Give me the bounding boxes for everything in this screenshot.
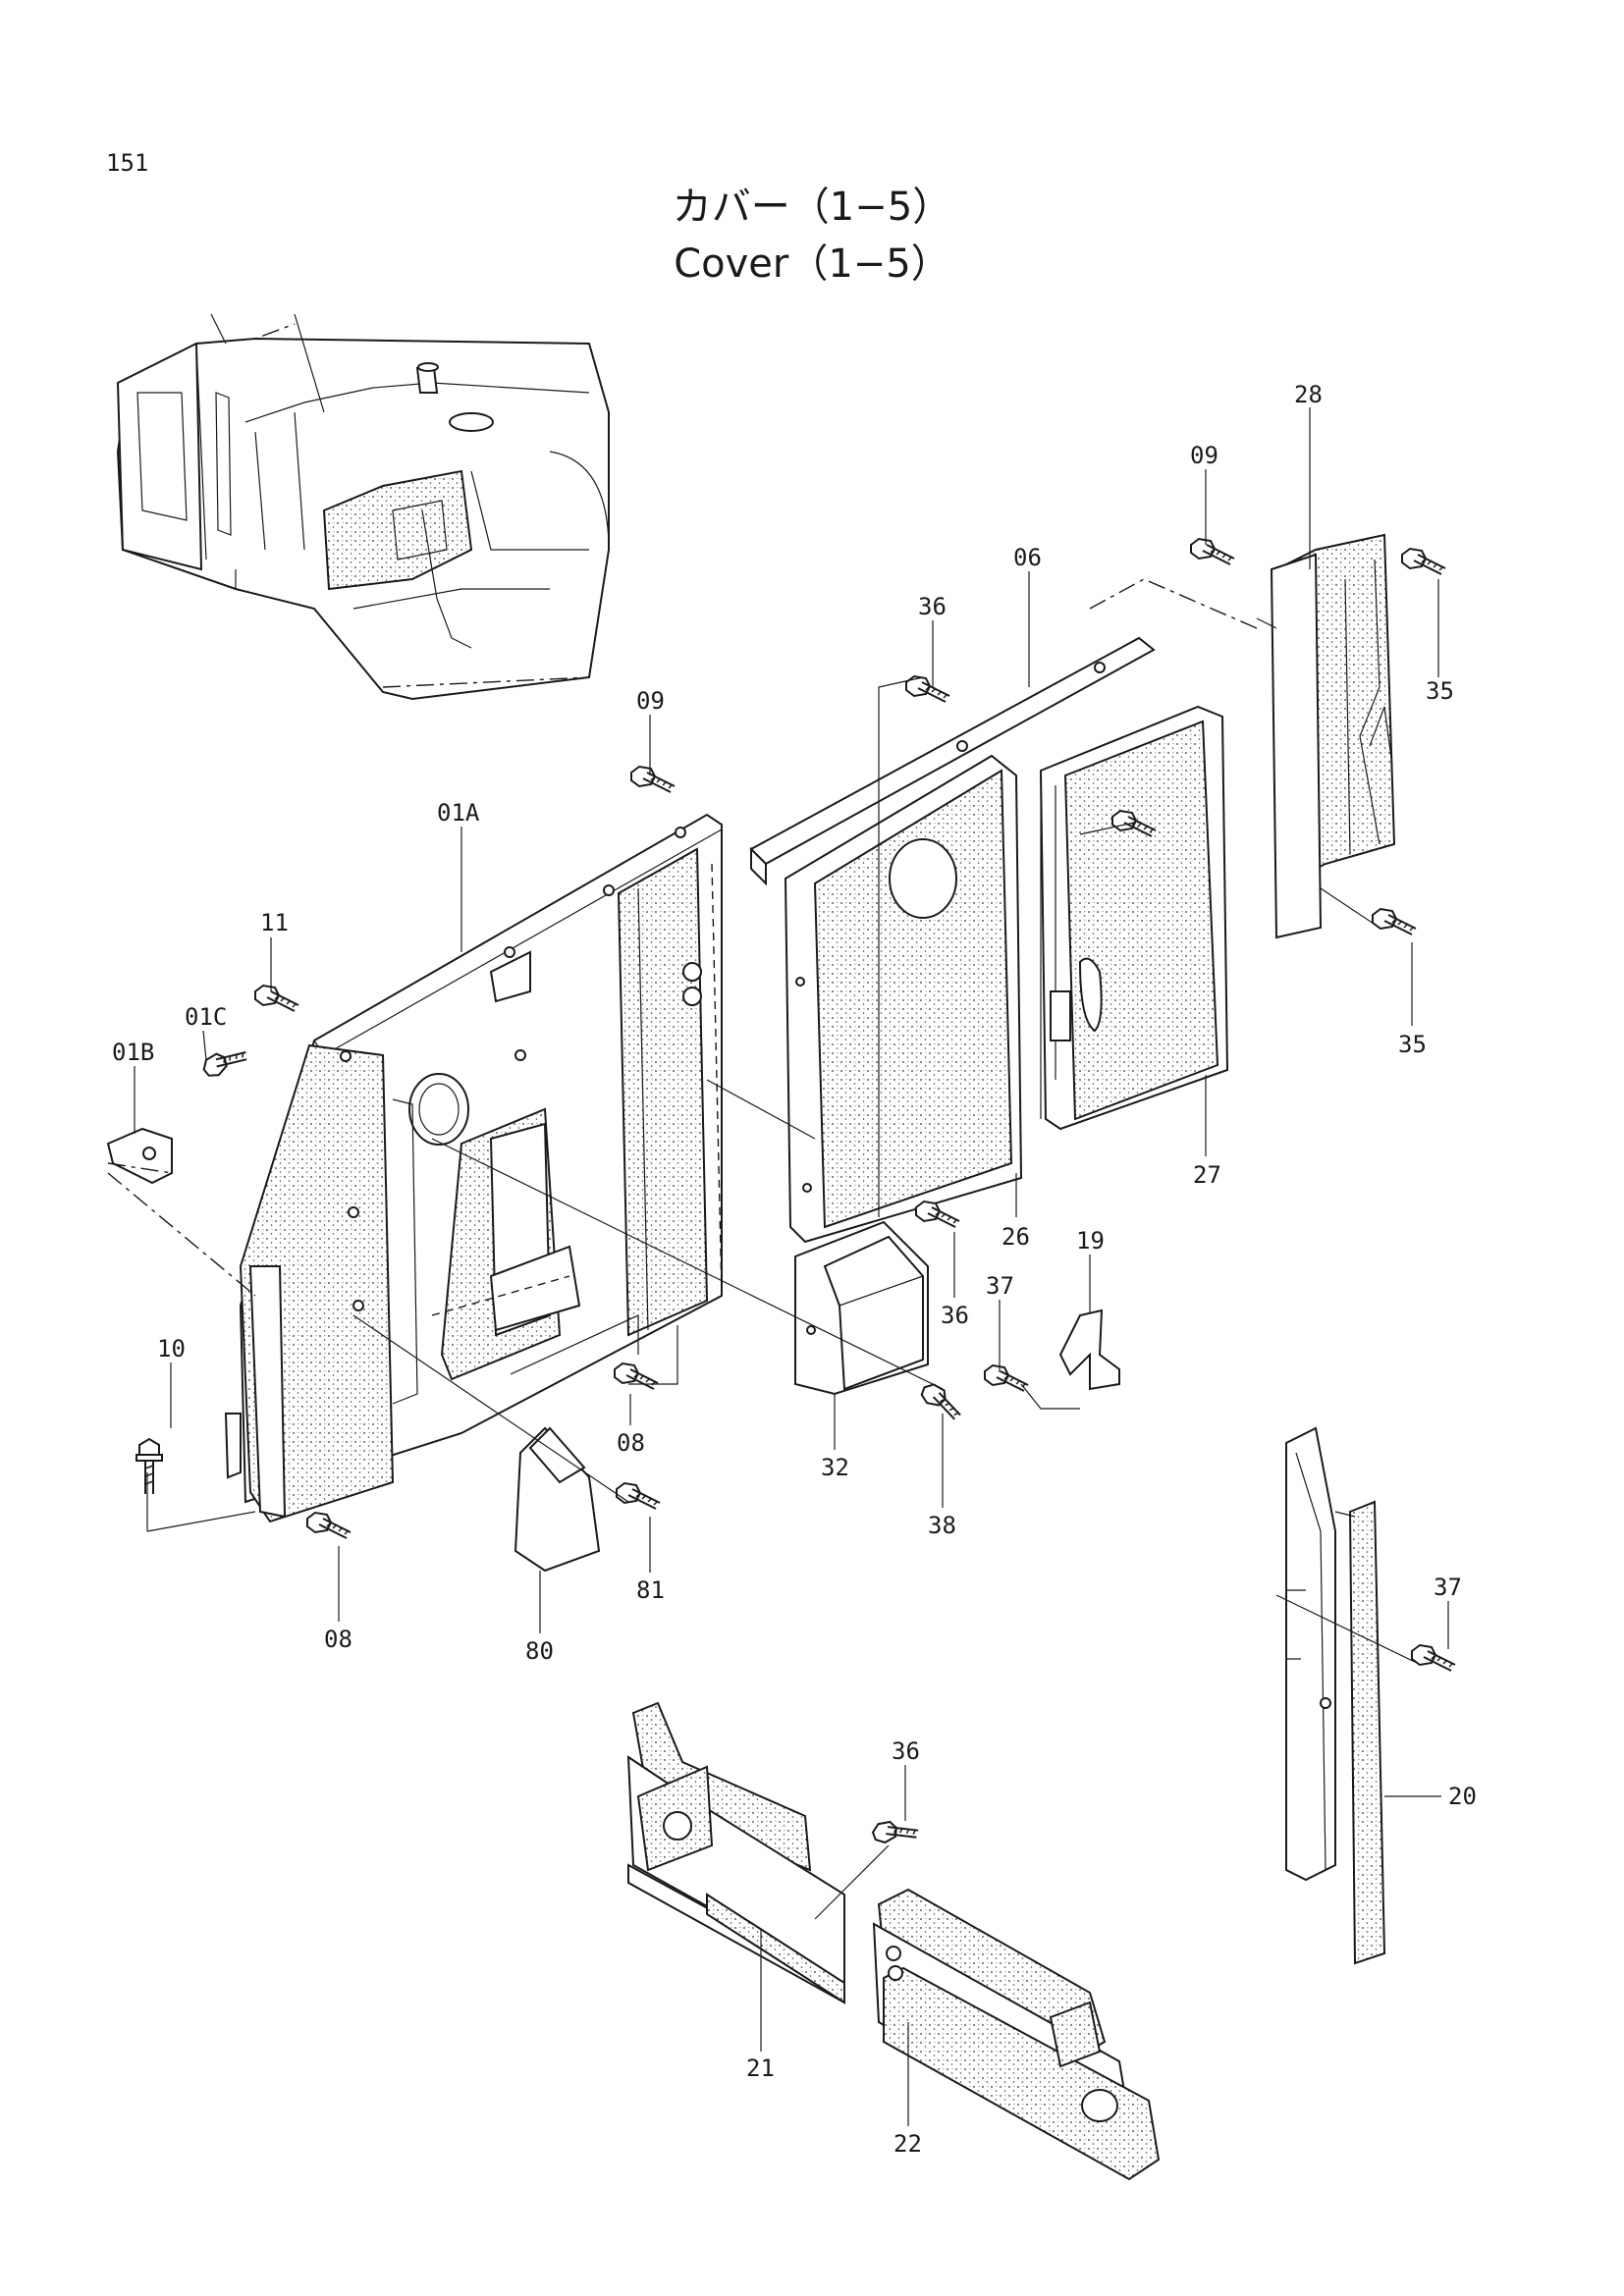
callout-36-low: 36 bbox=[892, 1737, 920, 1765]
part-26-panel bbox=[784, 754, 1023, 1244]
bolt-09-mid bbox=[630, 766, 676, 793]
bolt-35-top bbox=[1401, 548, 1446, 575]
part-32-box-cover bbox=[794, 1220, 929, 1396]
callout-06: 06 bbox=[1013, 544, 1042, 571]
title-english: Cover（1−5） bbox=[674, 241, 950, 287]
callout-36-mid: 36 bbox=[941, 1302, 969, 1329]
callout-22: 22 bbox=[893, 2130, 922, 2158]
callout-27: 27 bbox=[1193, 1161, 1221, 1189]
bolt-10 bbox=[135, 1438, 163, 1495]
part-20-trim bbox=[1285, 1426, 1386, 1965]
callout-35-top: 35 bbox=[1426, 677, 1454, 705]
machine-overview-illustration bbox=[116, 313, 610, 701]
callout-09-mid: 09 bbox=[636, 687, 665, 715]
callout-32: 32 bbox=[821, 1454, 849, 1481]
part-21-lower-bracket bbox=[626, 1701, 845, 2004]
callout-01a: 01A bbox=[437, 799, 480, 827]
bolt-09-top bbox=[1190, 538, 1235, 565]
bolt-36-low bbox=[869, 1810, 922, 1852]
callout-37-mid: 37 bbox=[986, 1272, 1014, 1300]
bolt-36-mid bbox=[915, 1201, 960, 1228]
callout-01b: 01B bbox=[112, 1039, 154, 1066]
bolt-08-low bbox=[306, 1512, 352, 1539]
part-01b-bracket bbox=[106, 1127, 173, 1185]
page-number: 151 bbox=[106, 149, 149, 177]
bolt-08-mid bbox=[614, 1362, 659, 1390]
callout-37-low: 37 bbox=[1434, 1574, 1462, 1601]
callouts: 28 09 06 36 35 09 01A 11 01C 01B 35 27 2… bbox=[112, 381, 1477, 2158]
callout-35-mid: 35 bbox=[1398, 1031, 1427, 1058]
bolt-81 bbox=[616, 1482, 661, 1510]
callout-38: 38 bbox=[928, 1512, 956, 1539]
callout-26: 26 bbox=[1001, 1223, 1030, 1251]
callout-28: 28 bbox=[1294, 381, 1323, 408]
part-22-lower-bracket bbox=[872, 1888, 1161, 2181]
callout-08-low: 08 bbox=[324, 1626, 352, 1653]
callout-20: 20 bbox=[1448, 1783, 1477, 1810]
part-80-wedge bbox=[514, 1426, 601, 1573]
callout-08-mid: 08 bbox=[617, 1429, 645, 1457]
callout-01c: 01C bbox=[185, 1003, 227, 1031]
bolt-35-mid bbox=[1372, 908, 1417, 935]
title-japanese: カバー（1−5） bbox=[672, 185, 952, 230]
assembly-lines bbox=[107, 578, 1420, 1920]
callout-81: 81 bbox=[636, 1576, 665, 1604]
callout-19: 19 bbox=[1076, 1227, 1105, 1255]
part-19-bracket bbox=[1058, 1308, 1120, 1391]
callout-10: 10 bbox=[157, 1335, 186, 1362]
callout-21: 21 bbox=[746, 2055, 775, 2082]
callout-36-top: 36 bbox=[918, 593, 947, 620]
callout-09-top: 09 bbox=[1190, 442, 1218, 469]
part-28-side-panel bbox=[1270, 533, 1396, 939]
part-27-panel bbox=[1039, 705, 1229, 1131]
part-01a-main-cover bbox=[224, 813, 723, 1523]
bolt-01c bbox=[198, 1036, 251, 1086]
part-06-bracket bbox=[749, 636, 1156, 886]
callout-80: 80 bbox=[525, 1637, 554, 1665]
bolt-37-mid bbox=[984, 1364, 1029, 1392]
callout-11: 11 bbox=[260, 909, 289, 936]
bolt-11 bbox=[254, 985, 299, 1012]
